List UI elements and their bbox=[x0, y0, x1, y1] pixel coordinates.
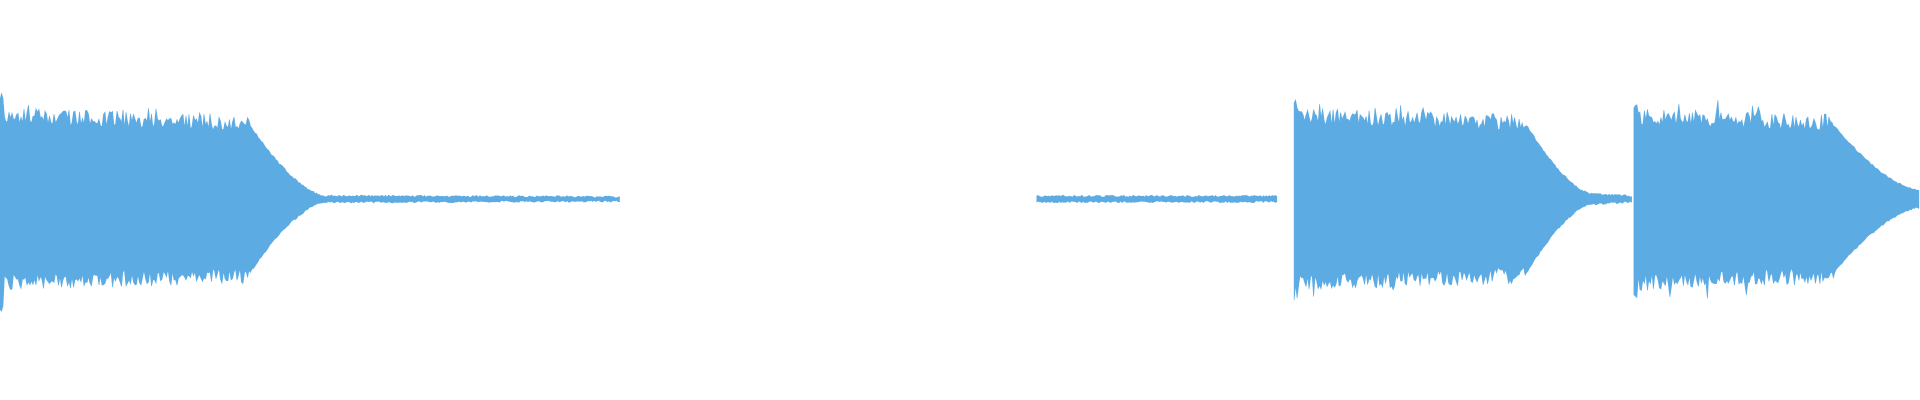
waveform-clip-3[interactable] bbox=[1293, 98, 1632, 301]
waveform-clip-4[interactable] bbox=[1633, 100, 1920, 299]
waveform-clip-1[interactable] bbox=[0, 92, 620, 312]
waveform-segments bbox=[0, 92, 1920, 312]
waveform-clip-2-faint-tail[interactable] bbox=[1036, 194, 1278, 204]
